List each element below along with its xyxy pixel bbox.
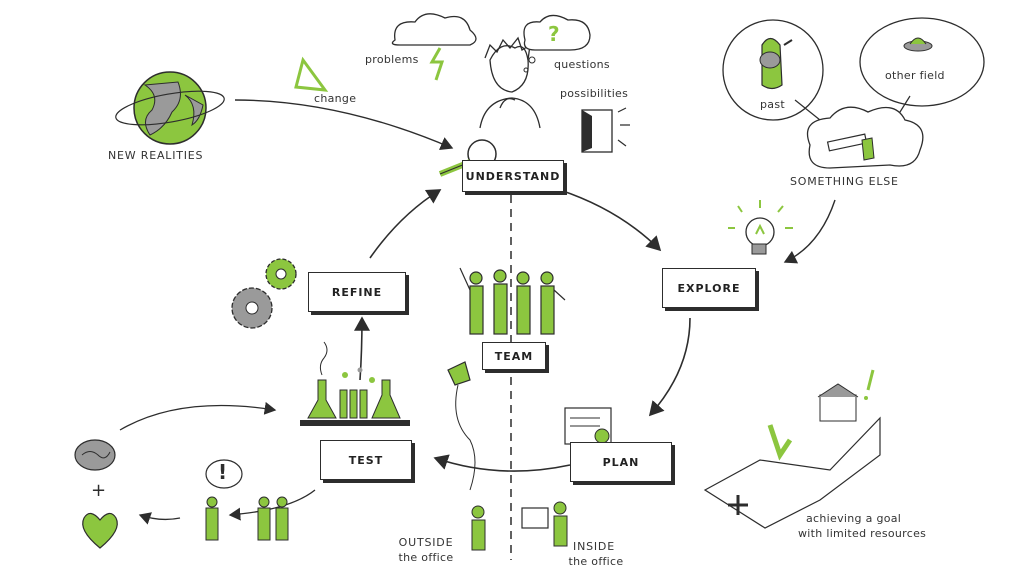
- label-past: past: [760, 98, 785, 111]
- arrow-something-else: [783, 199, 836, 264]
- question-mark-icon: ?: [548, 22, 560, 46]
- node-test[interactable]: TEST: [320, 440, 412, 480]
- arrow-new-realities: [234, 99, 454, 151]
- node-refine[interactable]: REFINE: [308, 272, 406, 312]
- kite-icon: [447, 361, 476, 491]
- arrow-understand-explore: [559, 189, 662, 252]
- node-plan[interactable]: PLAN: [570, 442, 672, 482]
- node-team[interactable]: TEAM: [482, 342, 546, 370]
- thinking-person-icon: [479, 36, 541, 129]
- arrow-test-team: [228, 489, 316, 521]
- storm-cloud-icon: [391, 13, 477, 81]
- label-change: change: [314, 92, 357, 105]
- speech-bubble: [205, 459, 243, 489]
- goal-exclamation-icon: [866, 369, 875, 391]
- lab-equipment-icon: [300, 341, 410, 426]
- door-icon: [581, 107, 630, 153]
- label-inside-line1: INSIDE: [573, 540, 615, 553]
- exclamation-icon: !: [218, 460, 228, 484]
- label-outside-line1: OUTSIDE: [398, 536, 454, 549]
- past-bubble: [722, 19, 824, 121]
- arrow-test-refine: [353, 316, 370, 381]
- lightbulb-icon: [728, 200, 793, 255]
- team-figures-icon: [459, 267, 566, 335]
- label-something-else: SOMETHING ELSE: [790, 175, 899, 188]
- outside-person-icon: [471, 505, 486, 551]
- label-possibilities: possibilities: [560, 87, 629, 100]
- label-inside-line2: the office: [568, 555, 624, 568]
- label-goal-line1: achieving a goal: [806, 512, 902, 525]
- change-triangle-icon: [294, 56, 329, 92]
- label-new-realities: NEW REALITIES: [108, 149, 204, 162]
- globe-icon: [115, 71, 225, 145]
- brain-icon: [74, 439, 116, 471]
- goal-map-icon: [703, 383, 881, 529]
- telescope-cloud-icon: [806, 106, 924, 169]
- node-explore[interactable]: EXPLORE: [662, 268, 756, 308]
- arrow-brain-test: [119, 401, 277, 431]
- heart-icon: [82, 512, 118, 549]
- plan-documents-icon: [564, 407, 612, 445]
- label-outside-line2: the office: [398, 551, 454, 564]
- gears-icon: [231, 258, 297, 329]
- question-cloud-icon: [523, 14, 591, 73]
- plus-icon: +: [91, 480, 107, 501]
- arrow-explore-plan: [648, 317, 691, 417]
- label-questions: questions: [554, 58, 610, 71]
- arrow-to-heart: [138, 512, 181, 525]
- team-test-icon: [205, 496, 289, 541]
- label-problems: problems: [365, 53, 419, 66]
- node-understand[interactable]: UNDERSTAND: [462, 160, 564, 192]
- inside-laptop-icon: [521, 501, 568, 547]
- label-other-field: other field: [885, 69, 945, 82]
- label-goal-line2: with limited resources: [798, 527, 927, 540]
- arrow-refine-understand: [369, 189, 442, 259]
- other-field-bubble: [859, 17, 985, 107]
- arrow-plan-test: [433, 454, 571, 472]
